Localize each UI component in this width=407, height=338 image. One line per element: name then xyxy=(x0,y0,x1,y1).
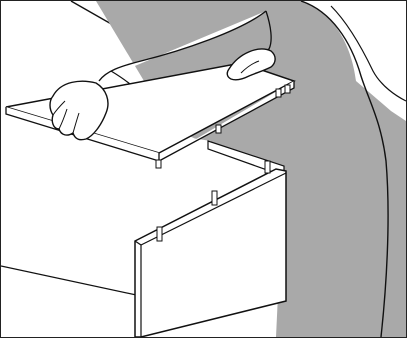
dowel-3 xyxy=(265,161,270,173)
peg-4 xyxy=(285,85,290,93)
dowel-2 xyxy=(212,191,217,205)
peg-2 xyxy=(216,125,221,133)
peg-1 xyxy=(156,160,161,168)
dowel-1 xyxy=(157,227,162,241)
peg-3 xyxy=(276,89,281,97)
